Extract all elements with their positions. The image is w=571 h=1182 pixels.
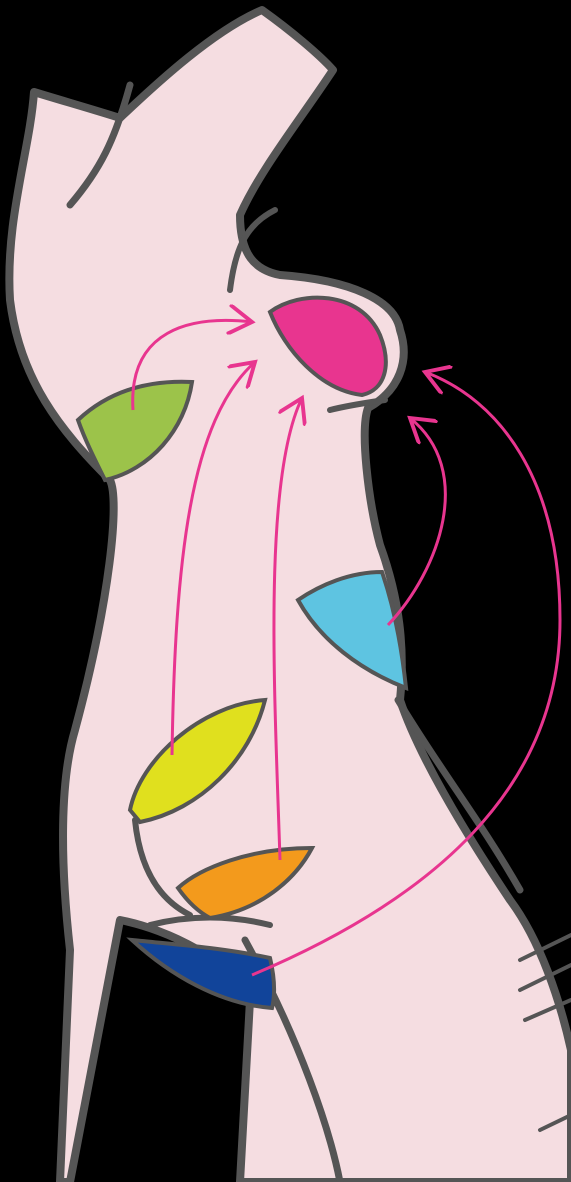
body-silhouette	[9, 10, 571, 1182]
